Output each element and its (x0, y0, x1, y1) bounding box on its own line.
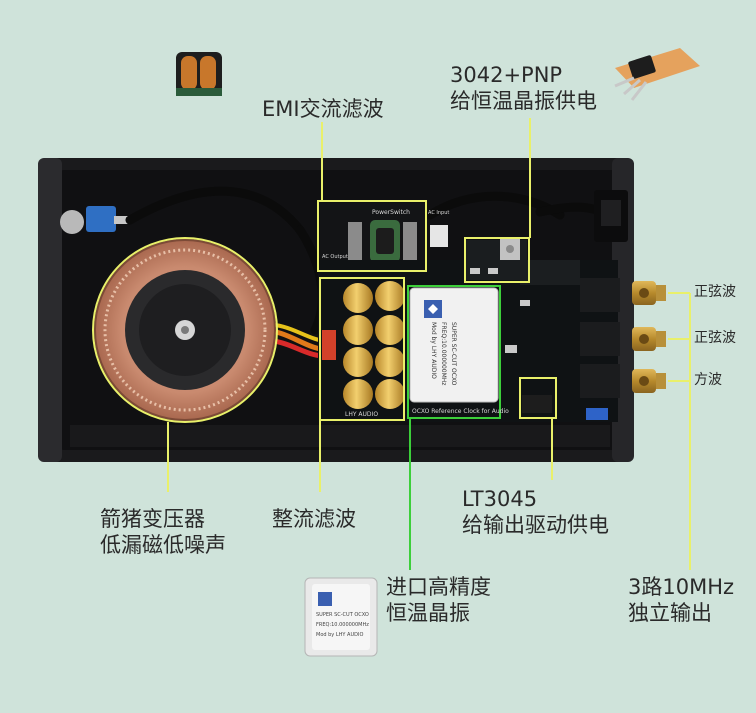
transistor-component (614, 48, 700, 101)
power-switch-text: PowerSwitch (372, 209, 410, 216)
output-sine-2-label: 正弦波 (694, 330, 736, 348)
ac-input-text: AC Input (428, 210, 449, 216)
pcb-caption-text: OCXO Reference Clock for Audio (412, 408, 509, 415)
pnp-label-line2: 给恒温晶振供电 (450, 89, 597, 114)
lt3045-label-line1: LT3045 (462, 487, 538, 511)
power-jack (60, 206, 130, 234)
ocxo-label-line1: 进口高精度 (386, 575, 491, 599)
lt3045-label: LT3045 给输出驱动供电 (462, 486, 609, 539)
pnp-label: 3042+PNP 给恒温晶振供电 (450, 62, 597, 115)
outputs-label: 3路10MHz 独立输出 (628, 574, 734, 627)
output-sine-2-text: 正弦波 (694, 330, 736, 346)
mini-ocxo-mod-text: Mod by LHY AUDIO (316, 632, 363, 638)
output-sine-1-label: 正弦波 (694, 284, 736, 302)
outputs-label-line1: 3路10MHz (628, 575, 735, 599)
capacitor-bank (322, 281, 405, 409)
ocxo-brand-text: SUPER SC-CUT OCXO (450, 322, 457, 386)
rectifier-label: 整流滤波 (272, 506, 356, 532)
callouts (92, 118, 691, 570)
output-square-label: 方波 (694, 372, 722, 390)
toroidal-transformer (94, 239, 276, 421)
transformer-label-line2: 低漏磁低噪声 (100, 533, 226, 558)
output-square-text: 方波 (694, 372, 722, 388)
emi-highlight (317, 200, 427, 272)
emi-label-text: EMI交流滤波 (262, 97, 384, 121)
pnp-highlight (464, 237, 530, 283)
ocxo-module (409, 287, 499, 403)
ocxo-label-line2: 恒温晶振 (386, 601, 470, 626)
rectifier-highlight (319, 277, 405, 421)
rectifier-label-text: 整流滤波 (272, 507, 356, 531)
output-sine-1-text: 正弦波 (694, 284, 736, 300)
ocxo-mod-text: Mod by LHY AUDIO (430, 322, 437, 379)
emi-label: EMI交流滤波 (262, 96, 384, 122)
ac-inlet (594, 190, 628, 242)
transformer-label-line1: 箭猪变压器 (100, 507, 205, 531)
lt3045-label-line2: 给输出驱动供电 (462, 513, 609, 538)
ac-output-text: AC Output (322, 254, 348, 260)
power-switch-board (320, 203, 448, 270)
ocxo-highlight (407, 285, 501, 419)
ocxo-label: 进口高精度 恒温晶振 (386, 574, 491, 627)
mini-ocxo-freq-text: FREQ:10.000000MHz (316, 622, 369, 628)
outputs-label-line2: 独立输出 (628, 601, 712, 626)
emi-choke-component (176, 52, 222, 96)
lt-highlight (519, 377, 557, 419)
ocxo-standalone (304, 577, 378, 657)
output-connectors (580, 278, 666, 398)
mini-ocxo-brand-text: SUPER SC-CUT OCXO (316, 612, 369, 618)
board-printing: SUPER SC-CUT OCXO FREQ:10.000000MHz Mod … (316, 209, 509, 638)
transformer-highlight (92, 237, 278, 423)
pcb-brand-text: LHY AUDIO (345, 411, 378, 418)
transformer-label: 箭猪变压器 低漏磁低噪声 (100, 506, 226, 559)
ocxo-freq-text: FREQ:10.000000MHz (440, 322, 447, 385)
pnp-label-line1: 3042+PNP (450, 63, 563, 87)
